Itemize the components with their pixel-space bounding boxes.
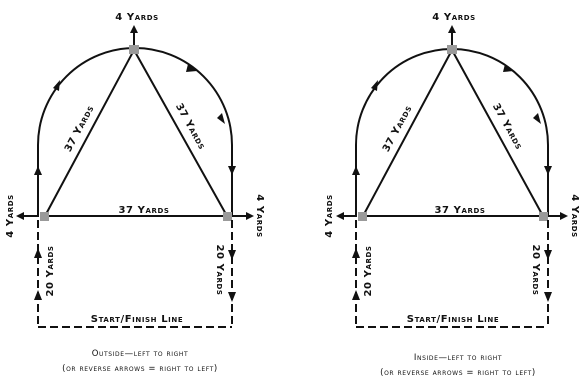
arrow-icon bbox=[352, 166, 360, 175]
right-cone bbox=[539, 212, 548, 221]
outer-arch bbox=[37, 47, 233, 217]
arrow-icon bbox=[503, 64, 514, 72]
arrow-icon bbox=[53, 80, 60, 91]
inside-course-diagram: 4 Yards 4 Yards 4 Yards 37 Yards 37 Yard… bbox=[324, 12, 580, 377]
arrow-icon bbox=[34, 290, 42, 300]
arrow-icon bbox=[228, 292, 236, 302]
caption-line-2: (or reverse arrows = right to left) bbox=[380, 368, 536, 377]
arrow-icon bbox=[352, 248, 360, 258]
arrow-icon bbox=[228, 166, 236, 175]
arrow-icon bbox=[34, 166, 42, 175]
left-yard-label: 4 Yards bbox=[5, 194, 16, 238]
top-yard-label: 4 Yards bbox=[432, 12, 476, 23]
arrow-icon bbox=[544, 292, 552, 302]
right-yard-label: 4 Yards bbox=[569, 194, 580, 238]
triangle bbox=[361, 47, 545, 217]
left-cone bbox=[40, 212, 49, 221]
outer-arch bbox=[355, 48, 549, 217]
top-cone bbox=[447, 45, 457, 54]
arrow-icon bbox=[228, 250, 236, 260]
outside-course-diagram: 4 Yards 4 Yards 4 Yards 37 Yards 37 Yard… bbox=[5, 12, 265, 374]
left-yard-label: 4 Yards bbox=[324, 194, 335, 238]
arrow-icon bbox=[352, 290, 360, 300]
right-cone bbox=[223, 212, 232, 221]
top-cone bbox=[129, 45, 139, 54]
right-straight-label: 20 Yards bbox=[530, 244, 541, 295]
arrow-icon bbox=[544, 166, 552, 175]
finish-line-label: Start/Finish Line bbox=[407, 314, 499, 325]
arrow-icon bbox=[371, 80, 378, 91]
base-label: 37 Yards bbox=[434, 205, 485, 216]
triangle bbox=[43, 47, 229, 217]
base-label: 37 Yards bbox=[118, 205, 169, 216]
finish-line-label: Start/Finish Line bbox=[91, 314, 183, 325]
left-straight-label: 20 Yards bbox=[363, 245, 374, 296]
left-cone bbox=[358, 212, 367, 221]
left-straight-label: 20 Yards bbox=[45, 245, 56, 296]
right-straight-label: 20 Yards bbox=[214, 244, 225, 295]
arrow-icon bbox=[186, 64, 197, 72]
caption-line-1: Inside—left to right bbox=[414, 353, 502, 363]
arrow-icon bbox=[217, 113, 225, 124]
caption-line-2: (or reverse arrows = right to left) bbox=[62, 364, 218, 374]
arrow-icon bbox=[34, 248, 42, 258]
arrow-icon bbox=[544, 250, 552, 260]
arrow-icon bbox=[533, 113, 541, 124]
caption-line-1: Outside—left to right bbox=[92, 349, 189, 359]
right-yard-label: 4 Yards bbox=[254, 194, 265, 238]
top-yard-label: 4 Yards bbox=[115, 12, 159, 23]
